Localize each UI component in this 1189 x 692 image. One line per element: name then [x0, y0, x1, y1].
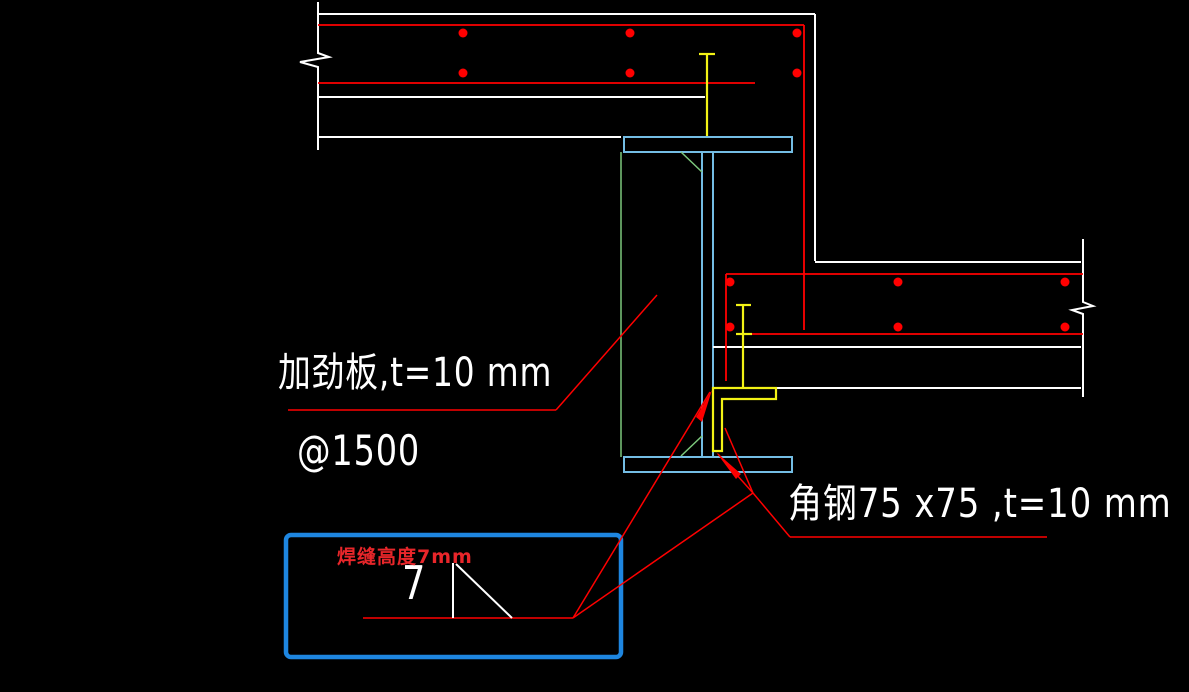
rebar-dot [893, 322, 903, 332]
angle-steel-label: 角钢75 x75 ,t=10 mm [788, 481, 1172, 527]
rebar-dot [625, 28, 635, 38]
break-line-right [1068, 239, 1097, 397]
rebar-dot [458, 68, 468, 78]
rebar-dot [458, 28, 468, 38]
rebar-dot [1060, 277, 1070, 287]
angle-steel-profile [711, 386, 778, 453]
rebar-dot [792, 28, 802, 38]
weld-leader-upper [572, 391, 711, 619]
lower-slab-outline [713, 239, 1097, 397]
weld-leader-lower [572, 492, 754, 619]
arrowhead-lower-weld [716, 452, 741, 479]
rebar-dot [725, 277, 735, 287]
rebar-dot [1060, 322, 1070, 332]
lower-slab-rebar [725, 273, 1083, 381]
rebar-dot [792, 68, 802, 78]
weld-symbol-hypotenuse [455, 563, 513, 619]
rebar-dot [893, 277, 903, 287]
rebar-dot [725, 322, 735, 332]
lower-slab-rebar-dots [725, 277, 1070, 332]
leader-arrowheads [696, 390, 741, 479]
weld-height-note: 焊缝高度7mm [337, 546, 473, 568]
break-line-left [299, 2, 333, 150]
spacing-label: @1500 [297, 426, 421, 475]
stiffener-leader [555, 294, 658, 411]
upper-slab-rebar [318, 24, 805, 330]
weld-highlight-box [283, 532, 624, 660]
arrowhead-upper-weld [696, 390, 712, 422]
stiffener-corner-top [680, 151, 703, 173]
weld-symbol [452, 563, 513, 619]
stiffener-hidden-lines [620, 151, 703, 457]
angle-leader-3 [724, 427, 754, 494]
anchor-bolt-top [699, 52, 715, 138]
angle-leader-1 [752, 492, 791, 538]
anchor-bolt-bottom [736, 303, 752, 387]
upper-slab-outline [299, 2, 1081, 263]
rebar-dot [625, 68, 635, 78]
upper-slab-rebar-dots [458, 28, 802, 78]
beam-top-flange [623, 136, 793, 153]
leader-lines [288, 294, 1047, 619]
weld-size-number: 7 [402, 556, 427, 610]
stiffener-label: 加劲板,t=10 mm [278, 350, 553, 396]
stiffener-corner-bottom [680, 435, 703, 457]
beam-bottom-flange [623, 456, 793, 473]
